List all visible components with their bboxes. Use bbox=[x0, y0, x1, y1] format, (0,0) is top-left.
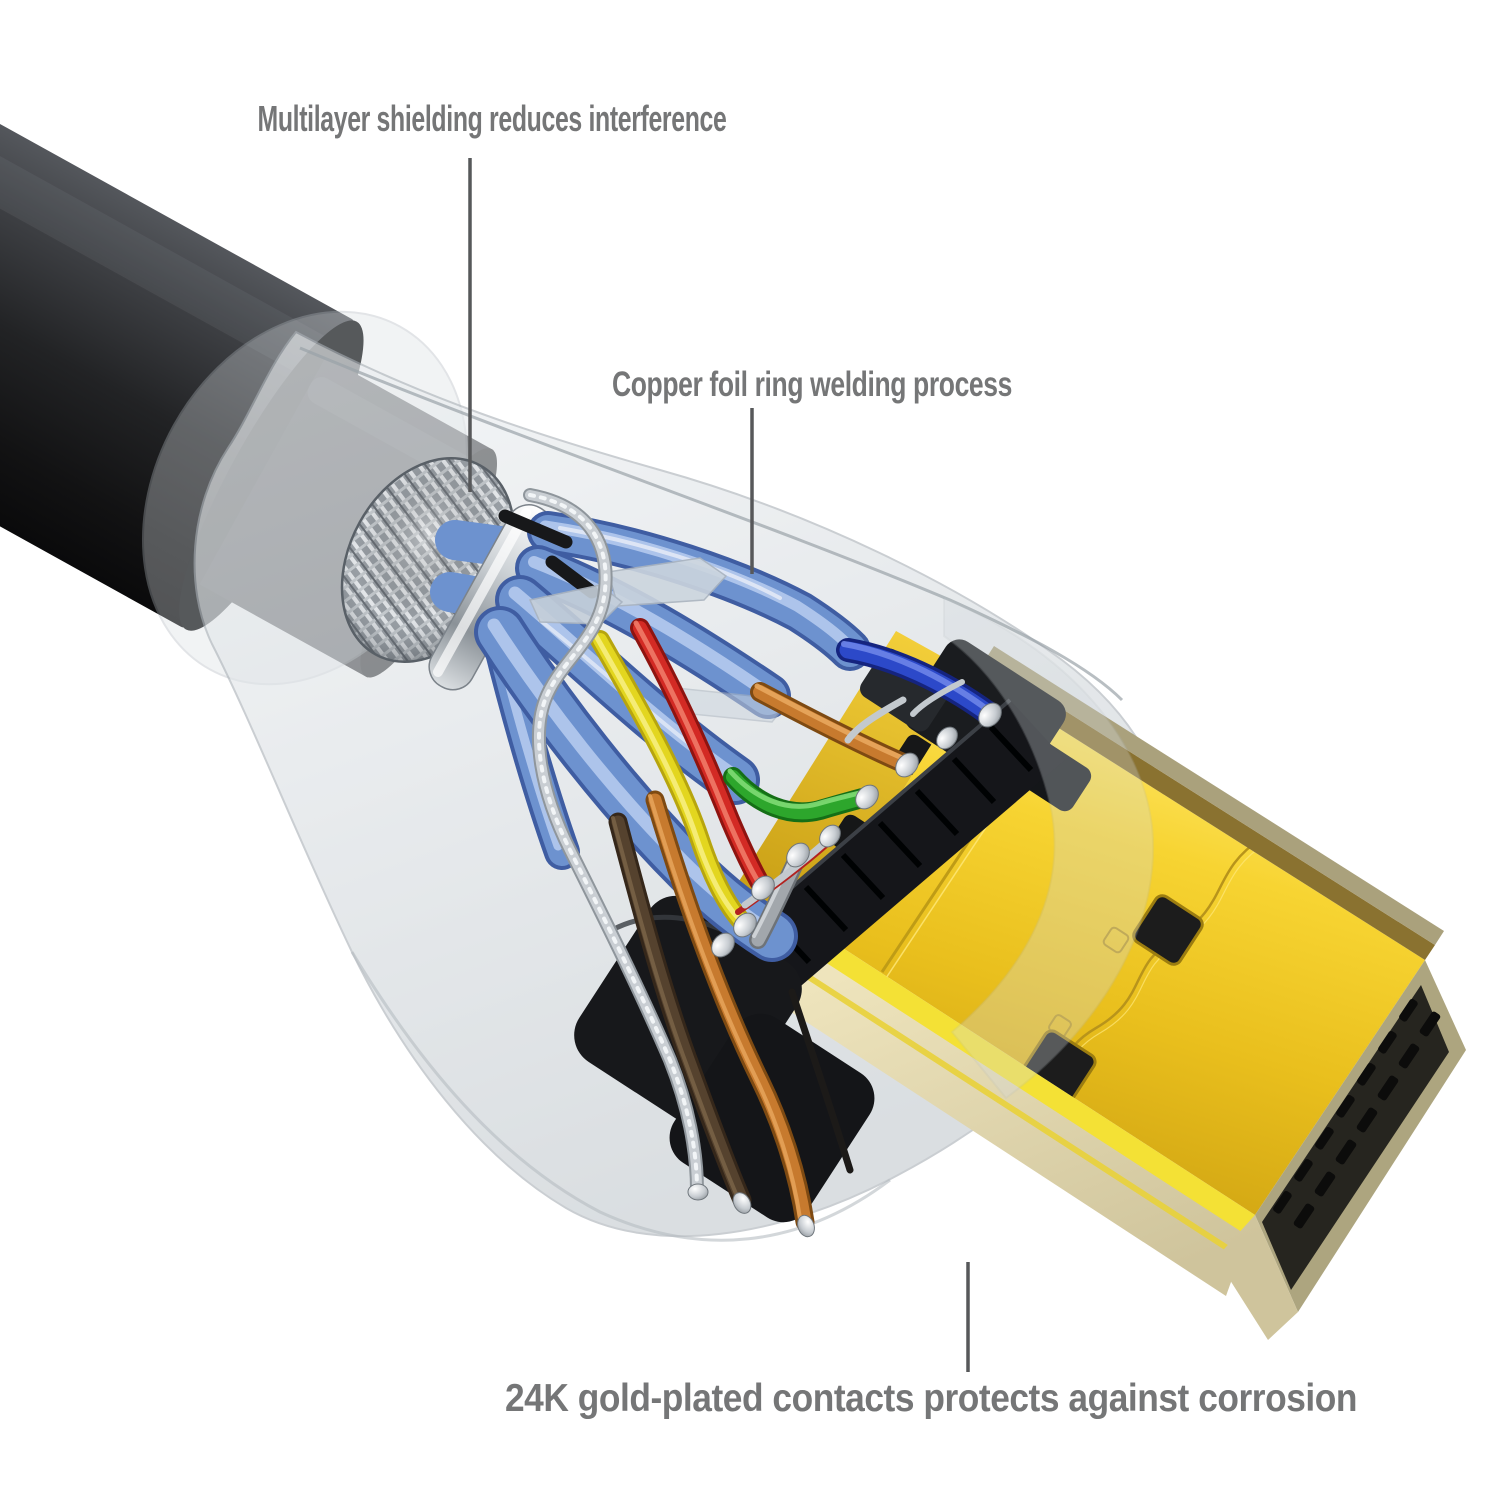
drain-wire-tip bbox=[687, 1183, 709, 1201]
wire-blue bbox=[836, 638, 1000, 725]
plug-side-stripe-1 bbox=[808, 930, 1255, 1236]
boot-overlay-front bbox=[943, 596, 1155, 1100]
plug-right-bronze-edge bbox=[975, 660, 1435, 960]
copper-foil-ring bbox=[428, 504, 554, 691]
boot-bottom-rim bbox=[350, 951, 891, 1242]
plug-right-khaki-lip bbox=[985, 646, 1444, 945]
wire-yellow bbox=[590, 630, 755, 935]
wire-thin-black bbox=[788, 988, 854, 1174]
plug-side-stripe-2 bbox=[799, 969, 1243, 1260]
solder-tips bbox=[711, 702, 1002, 1238]
wire-orange-dangling bbox=[645, 790, 815, 1232]
wire-orange bbox=[750, 682, 915, 774]
foil-black-tips bbox=[498, 509, 599, 599]
hdmi-plug bbox=[736, 631, 1466, 1340]
plug-front-slots bbox=[1273, 998, 1441, 1229]
leader-lines bbox=[468, 158, 970, 1372]
drain-wire bbox=[523, 488, 709, 1201]
annotation-label-shielding: Multilayer shielding reduces interferenc… bbox=[258, 98, 727, 139]
wire-brown-dangling bbox=[608, 812, 752, 1210]
wire-green bbox=[723, 767, 876, 823]
annotation-label-gold-contacts: 24K gold-plated contacts protects agains… bbox=[505, 1377, 1357, 1420]
plug-front-chamfer bbox=[1216, 1215, 1298, 1340]
wire-red bbox=[630, 618, 773, 898]
wires bbox=[590, 618, 1000, 1232]
annotation-label-copper-ring: Copper foil ring welding process bbox=[612, 365, 1012, 404]
boot-top-rim bbox=[299, 346, 1124, 702]
